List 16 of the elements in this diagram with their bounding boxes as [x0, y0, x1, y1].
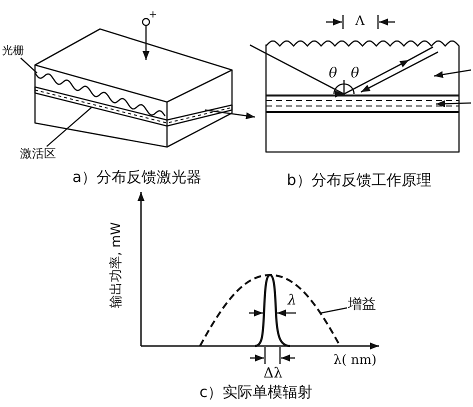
- caption: c）实际单模辐射: [199, 384, 313, 400]
- axis-label: λ( nm): [333, 354, 377, 368]
- caption: b）分布反馈工作原理: [286, 172, 432, 188]
- part-label: 光栅: [2, 44, 24, 58]
- active-layer: [34, 86, 233, 127]
- gain-curve: [199, 274, 341, 346]
- dimension-label: Λ: [355, 14, 365, 30]
- dimension-label: λ: [288, 293, 296, 309]
- axis-label: 输出功率, mW: [110, 222, 124, 308]
- leader-line: [320, 307, 348, 314]
- part-label: 激活区: [20, 147, 56, 161]
- polarity-sign: +: [148, 10, 158, 20]
- grating-line: [34, 72, 166, 116]
- caption: a）分布反馈激光器: [72, 168, 202, 186]
- curve-label: 增益: [348, 297, 376, 313]
- dimension-label: Δλ: [264, 366, 282, 382]
